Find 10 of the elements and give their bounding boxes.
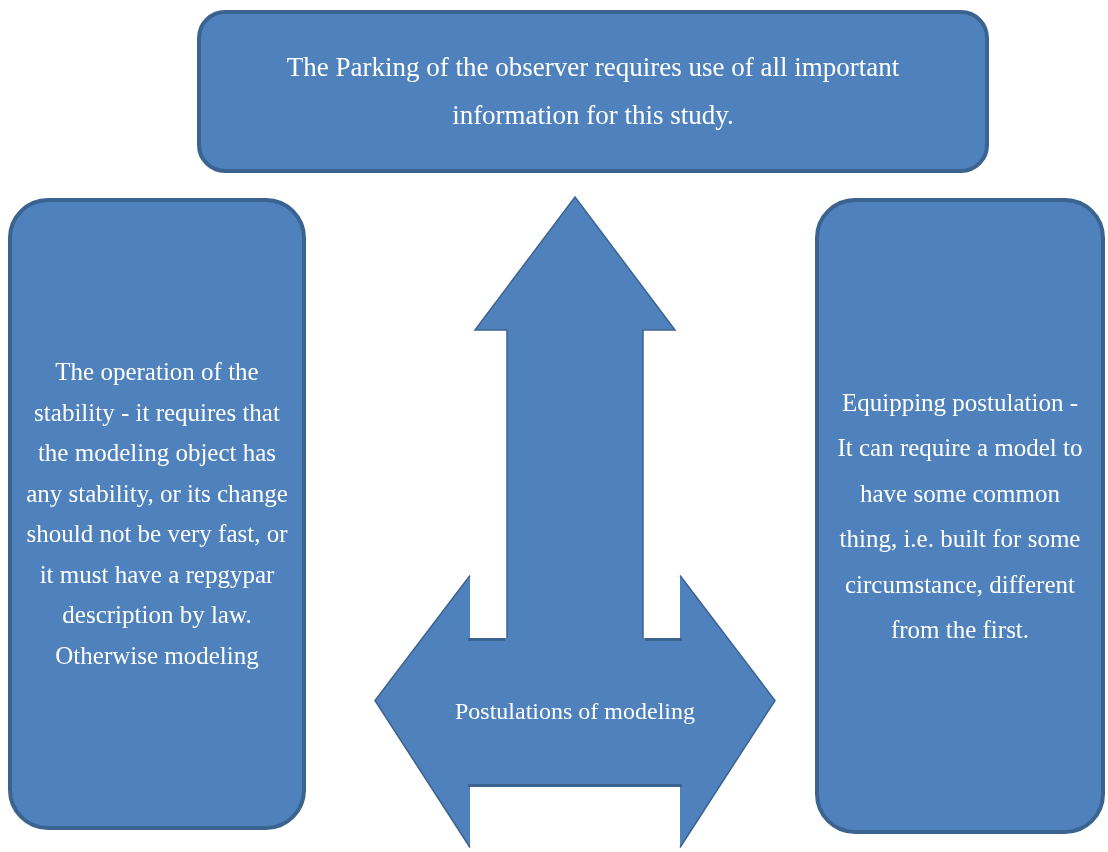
box-text: The Parking of the observer requires use of all important information for this study. — [285, 51, 901, 132]
block-arrow — [473, 195, 677, 641]
box-text: Equipping postulation - It can require a model to have some common thing, i.e. built for some circumstance, different from the first. — [836, 387, 1084, 645]
rounded-box — [8, 198, 306, 830]
block-arrow — [679, 574, 776, 849]
block-arrow — [374, 574, 471, 849]
box-text: The operation of the stability - it requires that the modeling object has any stability, or its change should not be very fast, or it must have a repgypar description by law. Otherwise modeling — [26, 357, 288, 671]
rounded-box — [197, 10, 989, 173]
arrow-label: Postulations of modeling — [455, 697, 695, 725]
rounded-box — [815, 198, 1105, 834]
